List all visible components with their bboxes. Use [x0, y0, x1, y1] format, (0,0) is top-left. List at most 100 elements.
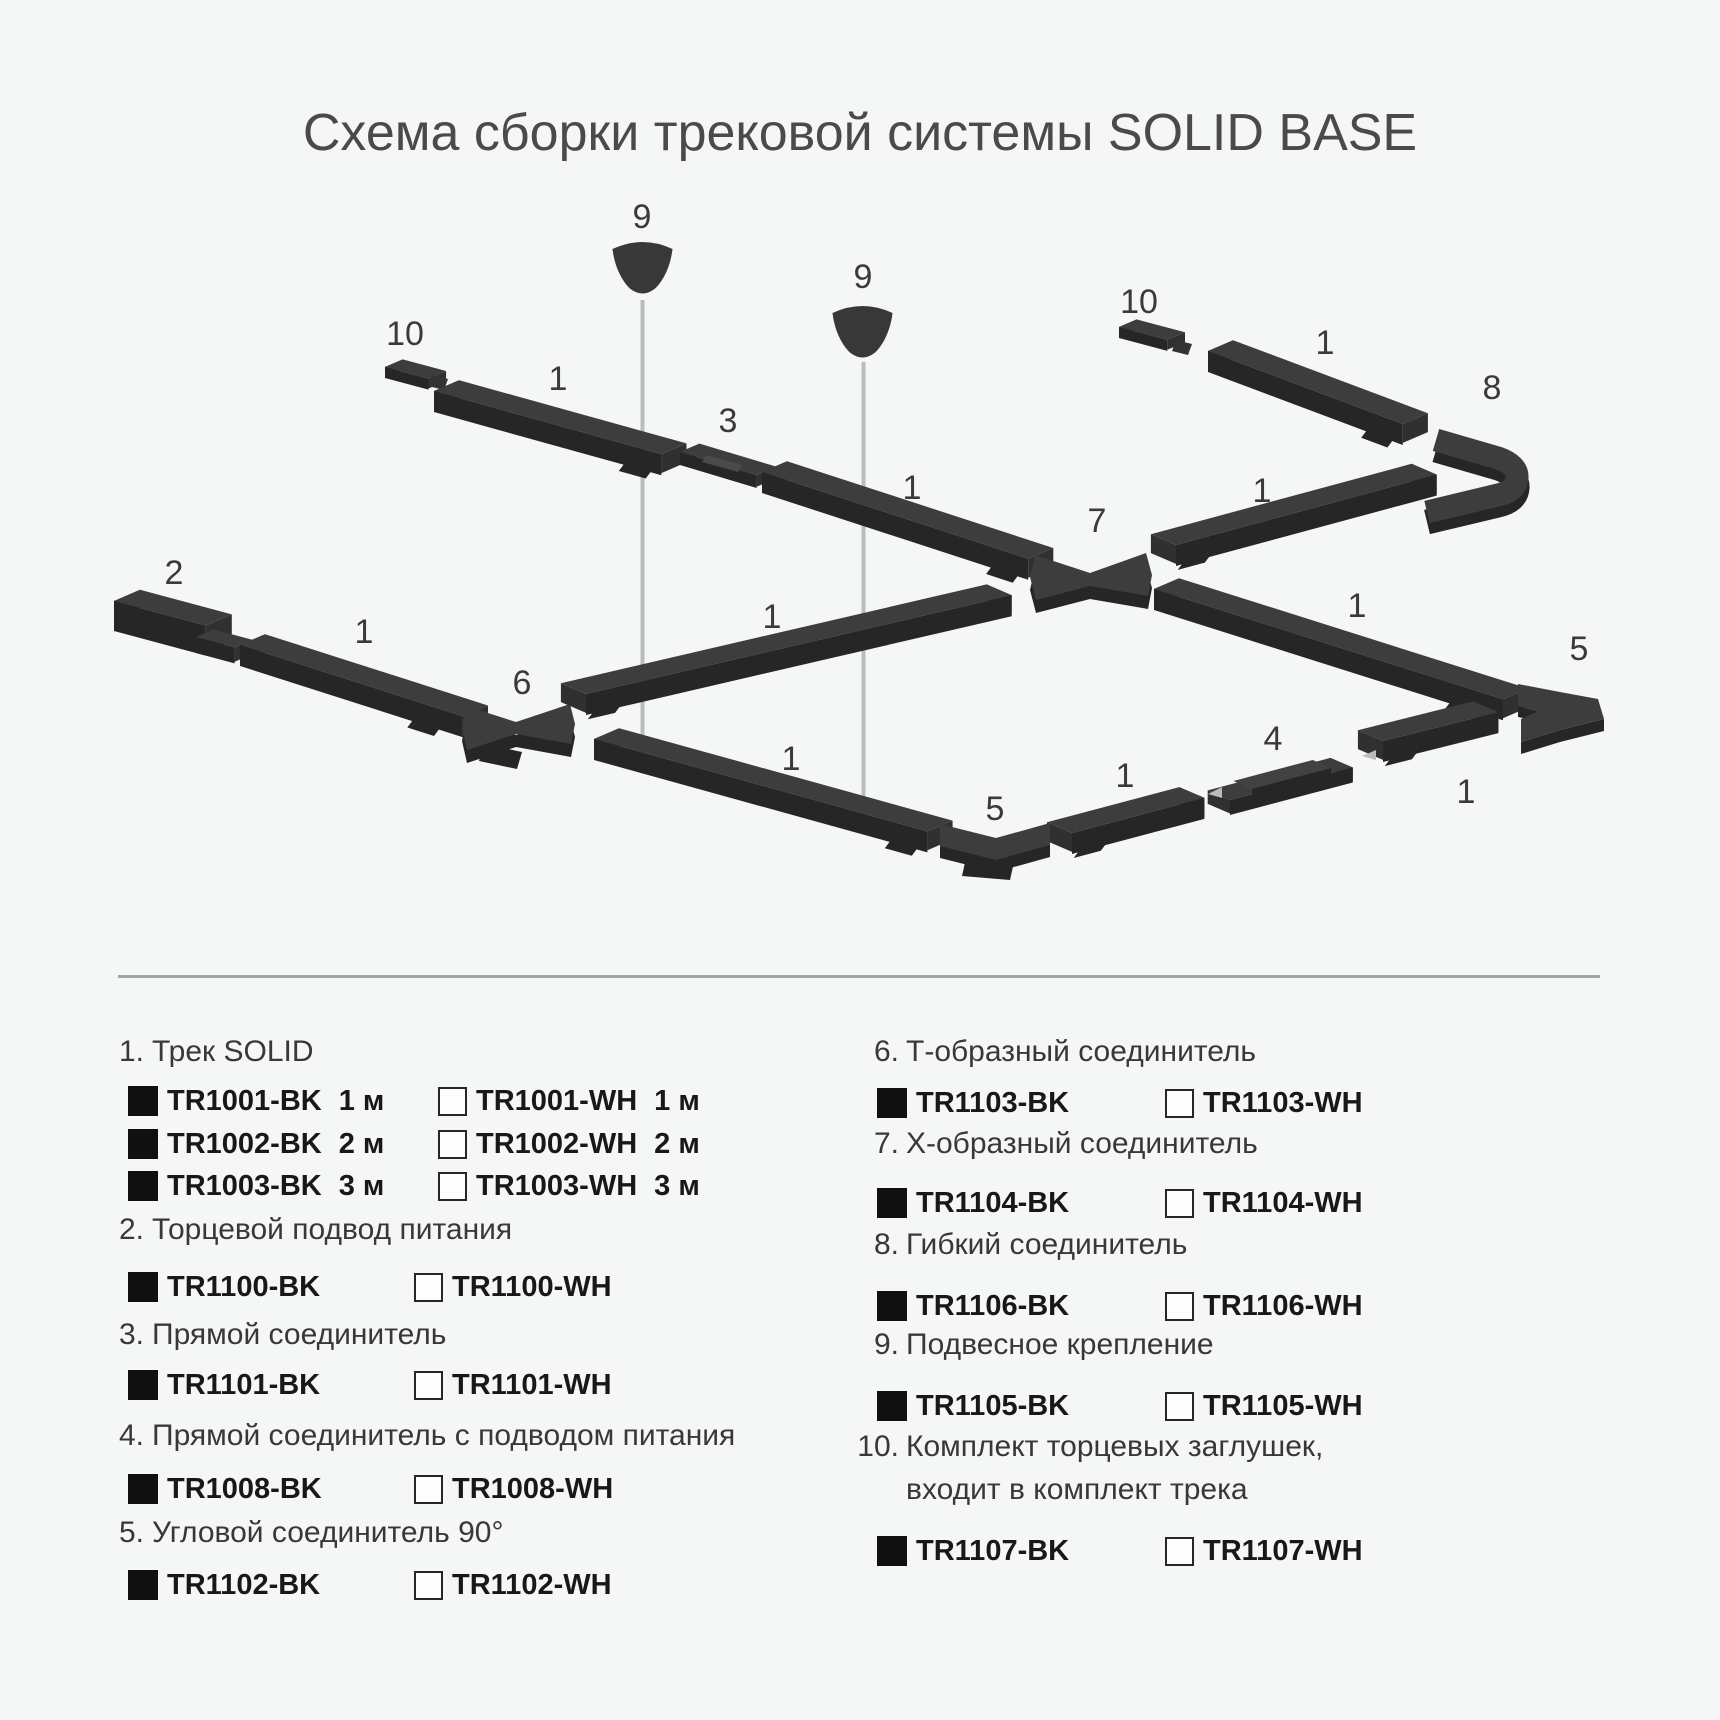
- track-1-b1-tab: [1361, 429, 1394, 448]
- black-swatch-icon: [128, 1272, 158, 1302]
- power-feed-2-front: [114, 601, 206, 656]
- product-code: TR1101-BK: [167, 1368, 321, 1401]
- legend-item-name: Комплект торцевых заглушек,: [906, 1430, 1324, 1463]
- track-1-g-front: [594, 739, 928, 853]
- white-swatch-icon: [1165, 1291, 1194, 1321]
- divider-line: [118, 975, 1600, 978]
- power-feed-2-nose-top: [196, 629, 253, 648]
- product-code: TR1102-WH: [452, 1568, 612, 1601]
- track-1-e1-top: [240, 634, 488, 717]
- track-length: 2 м: [338, 1127, 385, 1160]
- track-1-a2-front: [762, 472, 1029, 580]
- connector-6-foot: [479, 744, 522, 769]
- legend-item-heading: 7.Х-образный соединитель: [855, 1127, 1258, 1161]
- legend-variant-white: TR1106-WH: [1165, 1290, 1363, 1322]
- black-swatch-icon: [877, 1391, 907, 1421]
- insert-mark: [1208, 787, 1222, 798]
- black-swatch-icon: [128, 1474, 158, 1504]
- diagram-label: 10: [1120, 283, 1158, 321]
- track-1-f-end: [560, 683, 586, 713]
- pendant-cone: [612, 242, 673, 294]
- legend-item-heading: 1.Трек SOLID: [119, 1035, 314, 1069]
- track-1-d2-top: [1046, 787, 1205, 833]
- track-1-d1-end: [1357, 730, 1383, 760]
- insert-mark: [1362, 750, 1376, 760]
- diagram-label: 1: [549, 360, 568, 398]
- legend-item-heading: 8.Гибкий соединитель: [855, 1228, 1187, 1262]
- track-1-d2-front: [1072, 797, 1205, 854]
- track-1-e1-tab: [407, 719, 440, 736]
- white-swatch-icon: [1165, 1188, 1194, 1218]
- diagram-label: 4: [1264, 720, 1283, 758]
- legend-item-number: 7.: [873, 1127, 899, 1160]
- end-cap-10a-front: [385, 367, 429, 390]
- product-code: TR1002-BK: [167, 1127, 322, 1160]
- legend-item-number: 8.: [873, 1228, 899, 1261]
- track-1-a1-top: [434, 380, 687, 455]
- track-1-b2-front: [1176, 474, 1437, 566]
- legend-item-heading: 4.Прямой соединитель с подводом питания: [119, 1419, 735, 1453]
- legend-variant-black: TR1103-BK: [877, 1087, 1069, 1119]
- legend-variant-black: TR1107-BK: [877, 1535, 1069, 1567]
- product-code: TR1008-WH: [452, 1472, 614, 1505]
- legend-variant-black: TR1008-BK: [128, 1473, 322, 1505]
- legend-item-number: 3.: [119, 1318, 145, 1351]
- white-swatch-icon: [1165, 1391, 1194, 1421]
- white-swatch-icon: [438, 1129, 467, 1159]
- legend-item-heading: 10.Комплект торцевых заглушек,: [855, 1430, 1323, 1464]
- legend-variant-black: TR1106-BK: [877, 1290, 1069, 1322]
- white-swatch-icon: [414, 1474, 443, 1504]
- legend-item-name: Т-образный соединитель: [906, 1035, 1257, 1068]
- connector-4-end: [1207, 790, 1230, 814]
- connector-4-box-front: [1252, 768, 1332, 799]
- black-swatch-icon: [877, 1088, 907, 1118]
- track-1-d1-front: [1383, 712, 1499, 762]
- connector-5a-top: [1518, 684, 1604, 742]
- product-code: TR1107-BK: [916, 1534, 1070, 1567]
- track-1-a2-tab: [986, 566, 1019, 583]
- black-swatch-icon: [877, 1188, 907, 1218]
- diagram-label: 5: [986, 790, 1005, 828]
- legend-item-name: Угловой соединитель 90°: [152, 1516, 504, 1549]
- black-swatch-icon: [128, 1370, 158, 1400]
- diagram-label: 1: [763, 598, 782, 636]
- connector-5b-top: [940, 823, 1050, 860]
- diagram-label: 2: [165, 554, 184, 592]
- legend-item-heading: 3.Прямой соединитель: [119, 1318, 446, 1352]
- diagram-label: 9: [633, 198, 652, 236]
- legend-item-name: Торцевой подвод питания: [152, 1213, 513, 1246]
- legend-variant-white: TR1102-WH: [414, 1569, 612, 1601]
- end-cap-10b-clip: [1172, 340, 1192, 355]
- legend-item-number: 9.: [873, 1328, 899, 1361]
- product-code: TR1001-BK: [167, 1084, 322, 1117]
- diagram-label: 1: [1457, 773, 1476, 811]
- connector-3-front: [680, 452, 757, 488]
- legend-item-number: 6.: [873, 1035, 899, 1068]
- product-code: TR1105-BK: [916, 1389, 1070, 1422]
- diagram-label: 3: [719, 402, 738, 440]
- diagram-label: 7: [1088, 502, 1107, 540]
- product-code: TR1003-WH: [476, 1169, 638, 1202]
- legend-item-heading: 2.Торцевой подвод питания: [119, 1213, 512, 1247]
- connector-5b-foot: [962, 858, 1014, 880]
- legend-variant-white: TR1103-WH: [1165, 1087, 1363, 1119]
- diagram-label: 10: [386, 315, 424, 353]
- power-feed-2-top: [114, 589, 232, 626]
- legend-variant-white: TR1104-WH: [1165, 1187, 1363, 1219]
- legend-item-number: 4.: [119, 1419, 145, 1452]
- product-code: TR1107-WH: [1203, 1534, 1363, 1567]
- legend-item-heading: 9.Подвесное крепление: [855, 1328, 1214, 1362]
- black-swatch-icon: [877, 1291, 907, 1321]
- connector-5a-front: [1521, 719, 1604, 754]
- black-swatch-icon: [128, 1129, 158, 1159]
- legend-variant-black: TR1002-BK 2 м: [128, 1128, 384, 1160]
- legend-item-number: 1.: [119, 1035, 145, 1068]
- diagram-label: 1: [355, 613, 374, 651]
- legend-variant-white: TR1100-WH: [414, 1271, 612, 1303]
- legend-variant-black: TR1105-BK: [877, 1390, 1069, 1422]
- product-code: TR1003-BK: [167, 1169, 322, 1202]
- legend-variant-black: TR1102-BK: [128, 1569, 320, 1601]
